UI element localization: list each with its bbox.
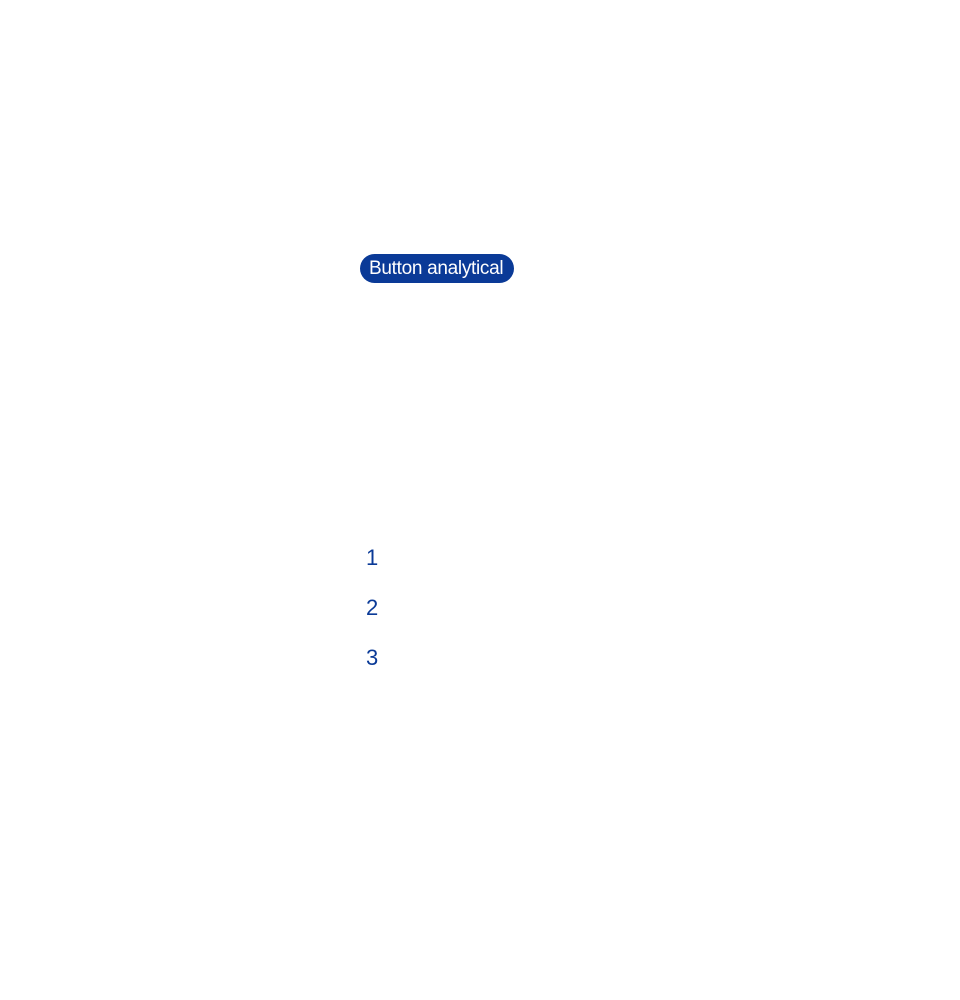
list-item-3[interactable]: 3: [366, 645, 379, 670]
list-item-2[interactable]: 2: [366, 595, 379, 620]
analytical-button[interactable]: Button analytical: [360, 254, 515, 283]
list-item-1[interactable]: 1: [366, 545, 379, 570]
number-list: 1 2 3: [366, 540, 378, 690]
